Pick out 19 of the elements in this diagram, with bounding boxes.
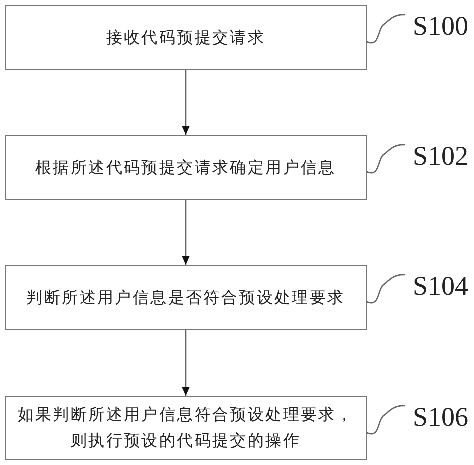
step-number: S106 bbox=[413, 404, 469, 431]
process-box bbox=[5, 135, 367, 200]
step-text: 如果判断所述用户信息符合预设处理要求，则执行预设的代码提交的操作 bbox=[16, 404, 356, 452]
step-number: S102 bbox=[413, 143, 469, 170]
arrow bbox=[182, 200, 190, 265]
leader-line bbox=[366, 144, 406, 174]
step-text: 判断所述用户信息是否符合预设处理要求 bbox=[26, 286, 346, 309]
leader-line bbox=[366, 405, 406, 435]
leader-line bbox=[366, 14, 406, 44]
process-box bbox=[5, 265, 367, 330]
process-box bbox=[5, 396, 367, 460]
arrow bbox=[182, 330, 190, 396]
process-box bbox=[5, 5, 367, 70]
step-text: 接收代码预提交请求 bbox=[105, 26, 267, 49]
leader-line bbox=[366, 274, 406, 304]
step-number: S104 bbox=[413, 273, 469, 300]
arrow bbox=[182, 70, 190, 135]
step-text: 根据所述代码预提交请求确定用户信息 bbox=[34, 156, 338, 179]
step-number: S100 bbox=[413, 13, 469, 40]
